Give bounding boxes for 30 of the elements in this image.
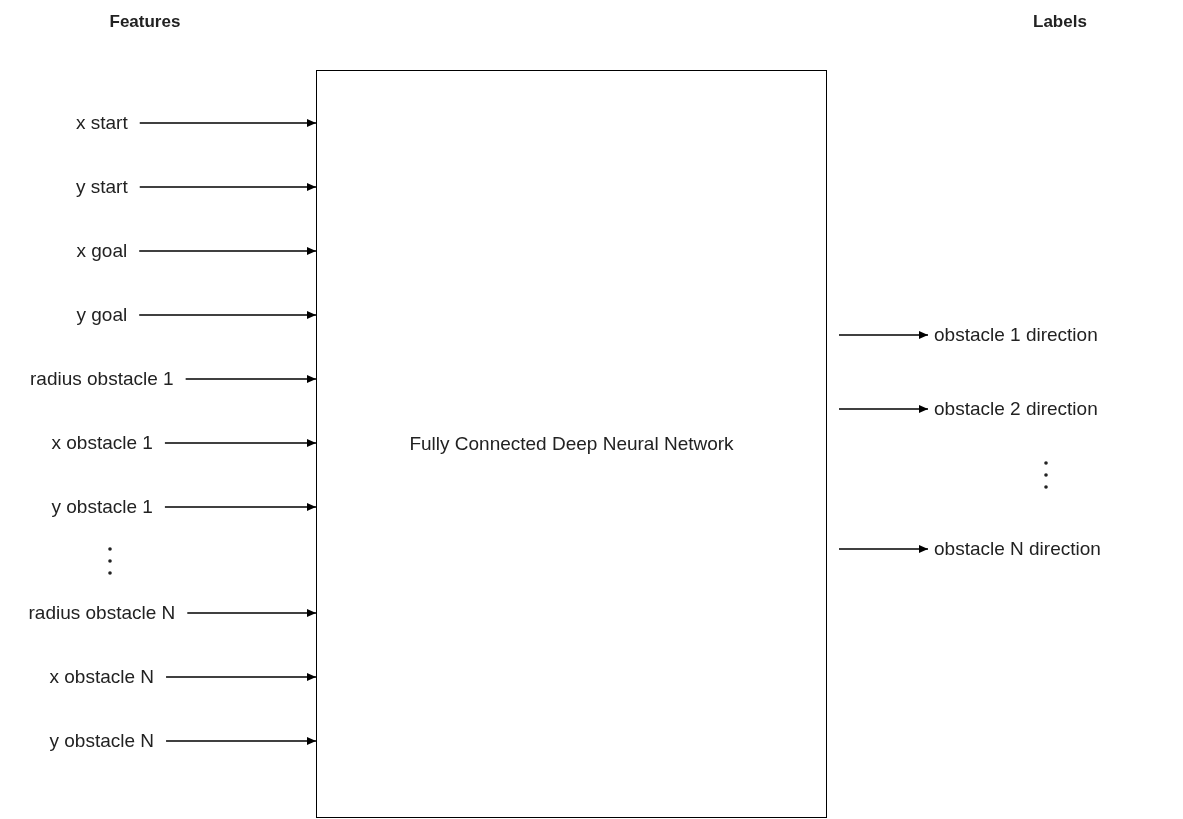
arrow (184, 374, 317, 383)
arrow (139, 118, 317, 127)
arrow (164, 438, 317, 447)
arrow (186, 608, 317, 617)
feature-label: x start (76, 111, 128, 135)
arrow (838, 404, 929, 413)
feature-label: x goal (76, 239, 128, 263)
feature-label: x obstacle N (49, 665, 155, 689)
arrow (164, 502, 317, 511)
arrow (138, 246, 317, 255)
feature-label: y obstacle N (49, 729, 155, 753)
feature-label: y start (76, 175, 128, 199)
arrow (139, 182, 317, 191)
label-text: obstacle 1 direction (934, 323, 1098, 347)
arrow (138, 310, 317, 319)
label-text: obstacle 2 direction (934, 397, 1098, 421)
arrow (838, 544, 929, 553)
label-text: obstacle N direction (934, 537, 1101, 561)
arrow (165, 672, 317, 681)
column-heading: Labels (1033, 12, 1087, 32)
box-label: Fully Connected Deep Neural Network (409, 432, 734, 456)
arrow (165, 736, 317, 745)
feature-label: x obstacle 1 (51, 431, 153, 455)
arrow (838, 330, 929, 339)
feature-label: y obstacle 1 (51, 495, 153, 519)
network-box (316, 70, 827, 818)
feature-label: radius obstacle N (28, 601, 176, 625)
column-heading: Features (109, 12, 181, 32)
feature-label: radius obstacle 1 (30, 367, 174, 391)
feature-label: y goal (76, 303, 128, 327)
